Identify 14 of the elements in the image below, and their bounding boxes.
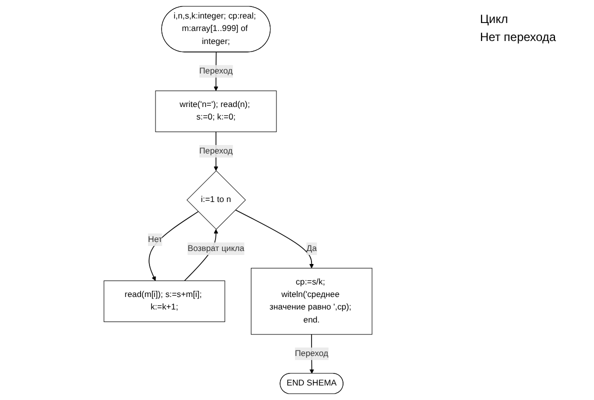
arrow <box>234 209 314 268</box>
edge-label: Возврат цикла <box>188 244 244 253</box>
edge-label: Да <box>306 244 317 253</box>
edge-label: Переход <box>199 146 233 156</box>
node-box: read(m[i]); s:=s+m[i]; k:=k+1; <box>104 280 226 322</box>
note-label: Нет перехода <box>480 30 557 44</box>
note-label: Цикл <box>480 12 509 26</box>
edge-label: Нет <box>148 234 162 244</box>
edge-label: Переход <box>199 66 233 76</box>
edge-label: Переход <box>294 349 328 358</box>
node-box: cp:=s/k; witeln('среднее значение равно ',cp); end. <box>250 268 372 335</box>
node-diamond: i:=1 to n <box>186 170 246 230</box>
arrow <box>148 211 199 281</box>
node-box: write('n='); read(n); s:=0; k:=0; <box>155 90 277 132</box>
